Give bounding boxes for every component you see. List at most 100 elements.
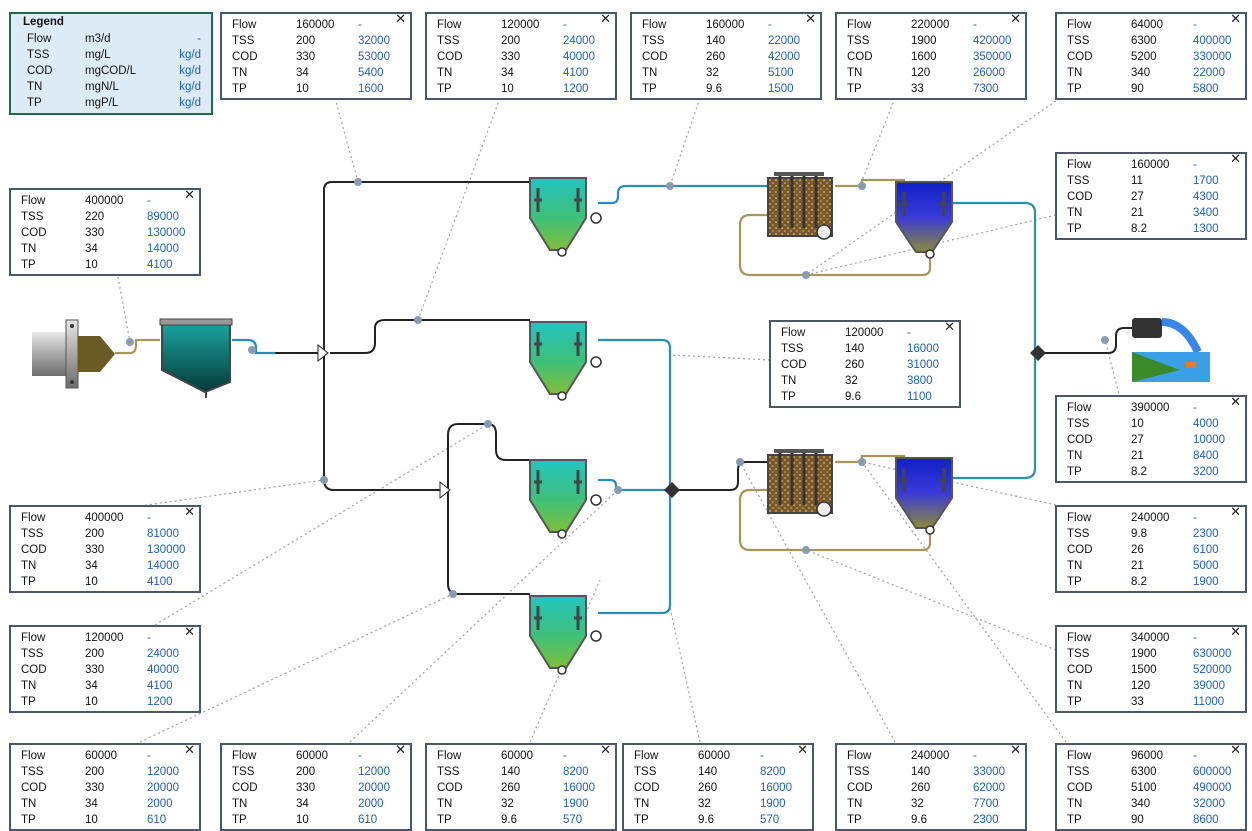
load-value: 1300	[1193, 223, 1219, 235]
load-value: 24000	[563, 35, 595, 47]
concentration-value: 10	[1131, 418, 1144, 430]
param-label: TP	[847, 83, 862, 95]
close-icon[interactable]: ✕	[1010, 11, 1021, 26]
param-label: Flow	[847, 19, 872, 31]
legend-label: COD	[27, 65, 53, 77]
close-icon[interactable]: ✕	[395, 11, 406, 26]
load-value: 5800	[1193, 83, 1219, 95]
load-value: 31000	[907, 359, 939, 371]
close-icon[interactable]: ✕	[1230, 742, 1241, 757]
close-icon[interactable]: ✕	[395, 742, 406, 757]
param-label: Flow	[642, 19, 667, 31]
close-icon[interactable]: ✕	[1230, 624, 1241, 639]
concentration-value: 160000	[296, 19, 335, 31]
legend-load-unit: kg/d	[179, 49, 201, 61]
close-icon[interactable]: ✕	[1230, 11, 1241, 26]
load-value: 2000	[358, 798, 384, 810]
concentration-value: 96000	[1131, 750, 1163, 762]
load-value: -	[147, 632, 151, 644]
load-value: 3800	[907, 375, 933, 387]
close-icon[interactable]: ✕	[184, 624, 195, 639]
concentration-value: 330	[296, 782, 316, 794]
load-value: 8600	[1193, 814, 1219, 826]
concentration-value: 140	[706, 35, 726, 47]
param-label: TN	[1067, 450, 1083, 462]
concentration-value: 6300	[1131, 35, 1157, 47]
param-label: TSS	[634, 766, 657, 778]
param-label: TSS	[847, 35, 870, 47]
param-label: COD	[634, 782, 660, 794]
close-icon[interactable]: ✕	[184, 504, 195, 519]
close-icon[interactable]: ✕	[805, 11, 816, 26]
legend-unit: mgCOD/L	[85, 65, 137, 77]
load-value: 8200	[563, 766, 589, 778]
concentration-value: 260	[845, 359, 865, 371]
close-icon[interactable]: ✕	[1230, 504, 1241, 519]
param-label: Flow	[847, 750, 872, 762]
close-icon[interactable]: ✕	[600, 11, 611, 26]
load-value: -	[973, 19, 977, 31]
concentration-value: 240000	[1131, 512, 1170, 524]
legend-load-unit: kg/d	[179, 97, 201, 109]
close-icon[interactable]: ✕	[184, 187, 195, 202]
close-icon[interactable]: ✕	[600, 742, 611, 757]
close-icon[interactable]: ✕	[1230, 394, 1241, 409]
param-label: COD	[232, 51, 258, 63]
concentration-value: 34	[85, 560, 98, 572]
equalization-tank-icon	[159, 318, 233, 398]
close-icon[interactable]: ✕	[184, 742, 195, 757]
load-value: 2000	[147, 798, 173, 810]
close-icon[interactable]: ✕	[944, 319, 955, 334]
load-value: 20000	[147, 782, 179, 794]
load-value: 32000	[1193, 798, 1225, 810]
load-value: 24000	[147, 648, 179, 660]
concentration-value: 200	[296, 35, 316, 47]
load-value: 1700	[1193, 175, 1219, 187]
load-value: -	[768, 19, 772, 31]
load-value: -	[147, 750, 151, 762]
load-value: 1200	[563, 83, 589, 95]
param-label: TP	[232, 83, 247, 95]
concentration-value: 400000	[85, 195, 124, 207]
param-label: TN	[634, 798, 650, 810]
param-label: COD	[437, 782, 463, 794]
concentration-value: 1600	[911, 51, 937, 63]
param-label: TP	[642, 83, 657, 95]
close-icon[interactable]: ✕	[797, 742, 808, 757]
effluent-river-icon	[1132, 318, 1210, 382]
concentration-value: 8.2	[1131, 466, 1147, 478]
param-label: Flow	[21, 195, 46, 207]
close-icon[interactable]: ✕	[1010, 742, 1021, 757]
close-icon[interactable]: ✕	[1230, 151, 1241, 166]
concentration-value: 34	[85, 798, 98, 810]
